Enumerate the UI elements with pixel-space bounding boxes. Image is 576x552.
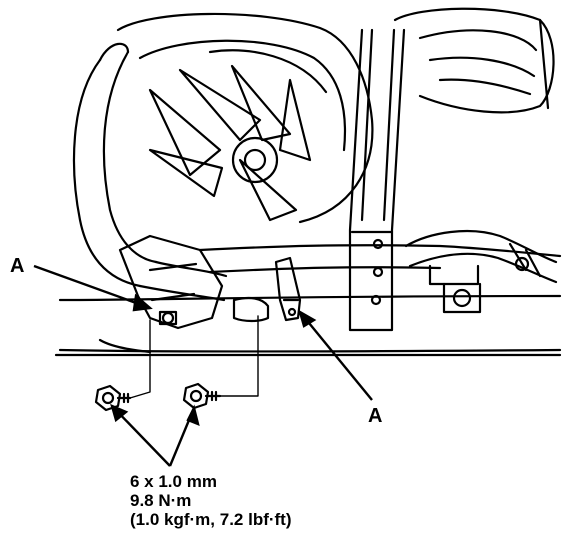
- spec-arrowhead-left: [110, 403, 129, 423]
- bottom-plate: [54, 338, 562, 357]
- bolt-leader-lines: [129, 315, 259, 399]
- vertical-frame-member: [348, 28, 406, 332]
- callout-arrow-right: [299, 311, 373, 401]
- callout-arrowhead-left: [132, 293, 153, 312]
- lower-cross-member: [58, 244, 562, 353]
- spec-arrowhead-right: [186, 404, 200, 426]
- fan-shroud: [116, 12, 374, 224]
- torque-alt-spec: (1.0 kgf·m, 7.2 lbf·ft): [130, 510, 292, 529]
- callout-label-a-right: A: [368, 405, 382, 427]
- bolt-size-spec: 6 x 1.0 mm: [130, 472, 217, 491]
- torque-spec: 9.8 N·m: [130, 491, 191, 510]
- callout-label-a-left: A: [10, 255, 24, 277]
- lower-hose: [72, 42, 228, 302]
- right-hose-fitting: [404, 230, 558, 314]
- callout-arrow-left: [33, 264, 151, 310]
- callout-arrowhead-right: [298, 309, 317, 328]
- callout-arrows: [33, 264, 373, 467]
- fan-assembly-right: [393, 7, 555, 114]
- bolt-left: [94, 384, 132, 412]
- bolt-right: [182, 382, 222, 410]
- hose-clip-right: [274, 256, 302, 322]
